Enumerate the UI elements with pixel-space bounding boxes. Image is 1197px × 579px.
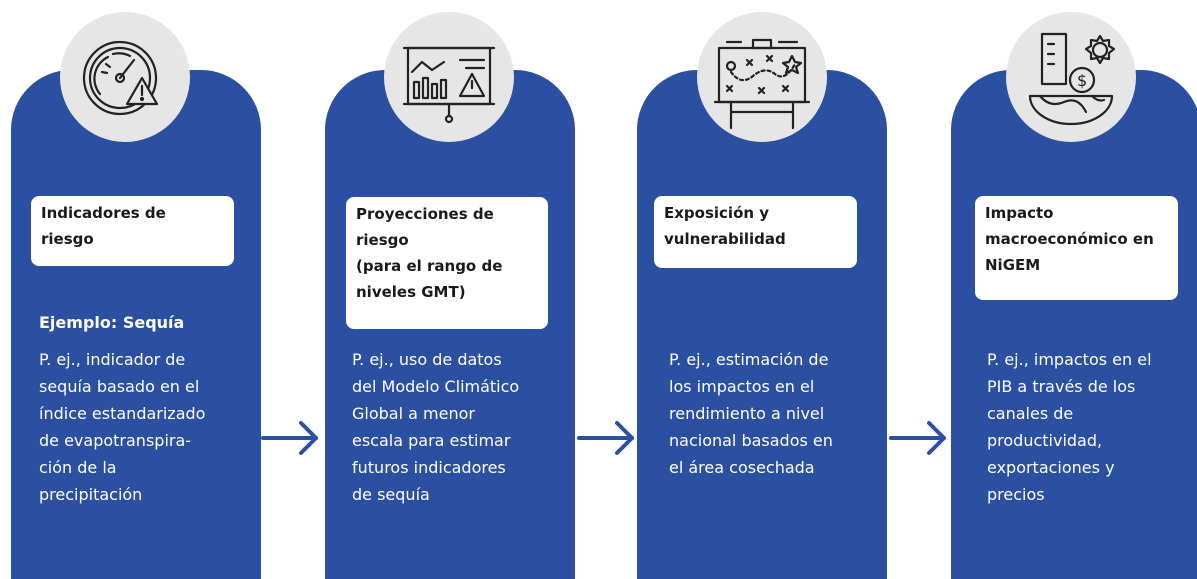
desc-line: los impactos en el [669, 377, 815, 396]
step-description-proyecciones: P. ej., uso de datos del Modelo Climátic… [352, 346, 552, 508]
step-description-impacto: P. ej., impactos en el PIB a través de l… [987, 346, 1187, 508]
step-title-impacto: Impacto macroeconómico en NiGEM [975, 196, 1178, 300]
desc-line: P. ej., indicador de [39, 350, 186, 369]
desc-line: del Modelo Climático [352, 377, 520, 396]
desc-line: índice estandarizado [39, 404, 206, 423]
title-line: Exposición y [664, 204, 770, 222]
desc-line: ción de la [39, 458, 117, 477]
title-line: vulnerabilidad [664, 230, 786, 248]
strategy-board-icon [697, 12, 827, 142]
step-card-indicadores [11, 70, 261, 579]
title-line: Impacto [985, 204, 1054, 222]
desc-line: futuros indicadores [352, 458, 506, 477]
title-line: Indicadores de [41, 204, 166, 222]
title-line: riesgo [356, 231, 409, 249]
desc-line: P. ej., impactos en el [987, 350, 1152, 369]
desc-line: canales de [987, 404, 1074, 423]
desc-line: precios [987, 485, 1045, 504]
title-line: riesgo [41, 230, 94, 248]
desc-line: P. ej., uso de datos [352, 350, 502, 369]
step-title-indicadores: Indicadores de riesgo [31, 196, 234, 266]
gauge-warning-icon [60, 12, 190, 142]
title-line: niveles GMT) [356, 283, 466, 301]
step-title-exposicion: Exposición y vulnerabilidad [654, 196, 857, 268]
arrow-right-icon [577, 421, 634, 455]
economy-globe-icon: $ [1006, 12, 1136, 142]
desc-line: nacional basados en [669, 431, 833, 450]
desc-line: PIB a través de los [987, 377, 1136, 396]
chart-presentation-warning-icon [384, 12, 514, 142]
arrow-right-icon [889, 421, 946, 455]
desc-line: rendimiento a nivel [669, 404, 825, 423]
desc-line: productividad, [987, 431, 1103, 450]
desc-line: el área cosechada [669, 458, 815, 477]
title-line: (para el rango de [356, 257, 503, 275]
arrow-right-icon [261, 421, 318, 455]
desc-line: Global a menor [352, 404, 475, 423]
step-card-exposicion [637, 70, 887, 579]
title-line: Proyecciones de [356, 205, 494, 223]
step-description-indicadores: P. ej., indicador de sequía basado en el… [39, 346, 239, 508]
example-label: Ejemplo: Sequía [39, 313, 185, 332]
desc-line: precipitación [39, 485, 143, 504]
title-line: macroeconómico en [985, 230, 1154, 248]
desc-line: sequía basado en el [39, 377, 200, 396]
desc-line: exportaciones y [987, 458, 1115, 477]
desc-line: de sequía [352, 485, 430, 504]
step-card-impacto [951, 70, 1197, 579]
step-description-exposicion: P. ej., estimación de los impactos en el… [669, 346, 869, 481]
step-title-proyecciones: Proyecciones de riesgo (para el rango de… [346, 197, 548, 329]
desc-line: escala para estimar [352, 431, 511, 450]
svg-text:$: $ [1077, 71, 1087, 90]
desc-line: de evapotranspira- [39, 431, 192, 450]
title-line: NiGEM [985, 256, 1041, 274]
desc-line: P. ej., estimación de [669, 350, 829, 369]
